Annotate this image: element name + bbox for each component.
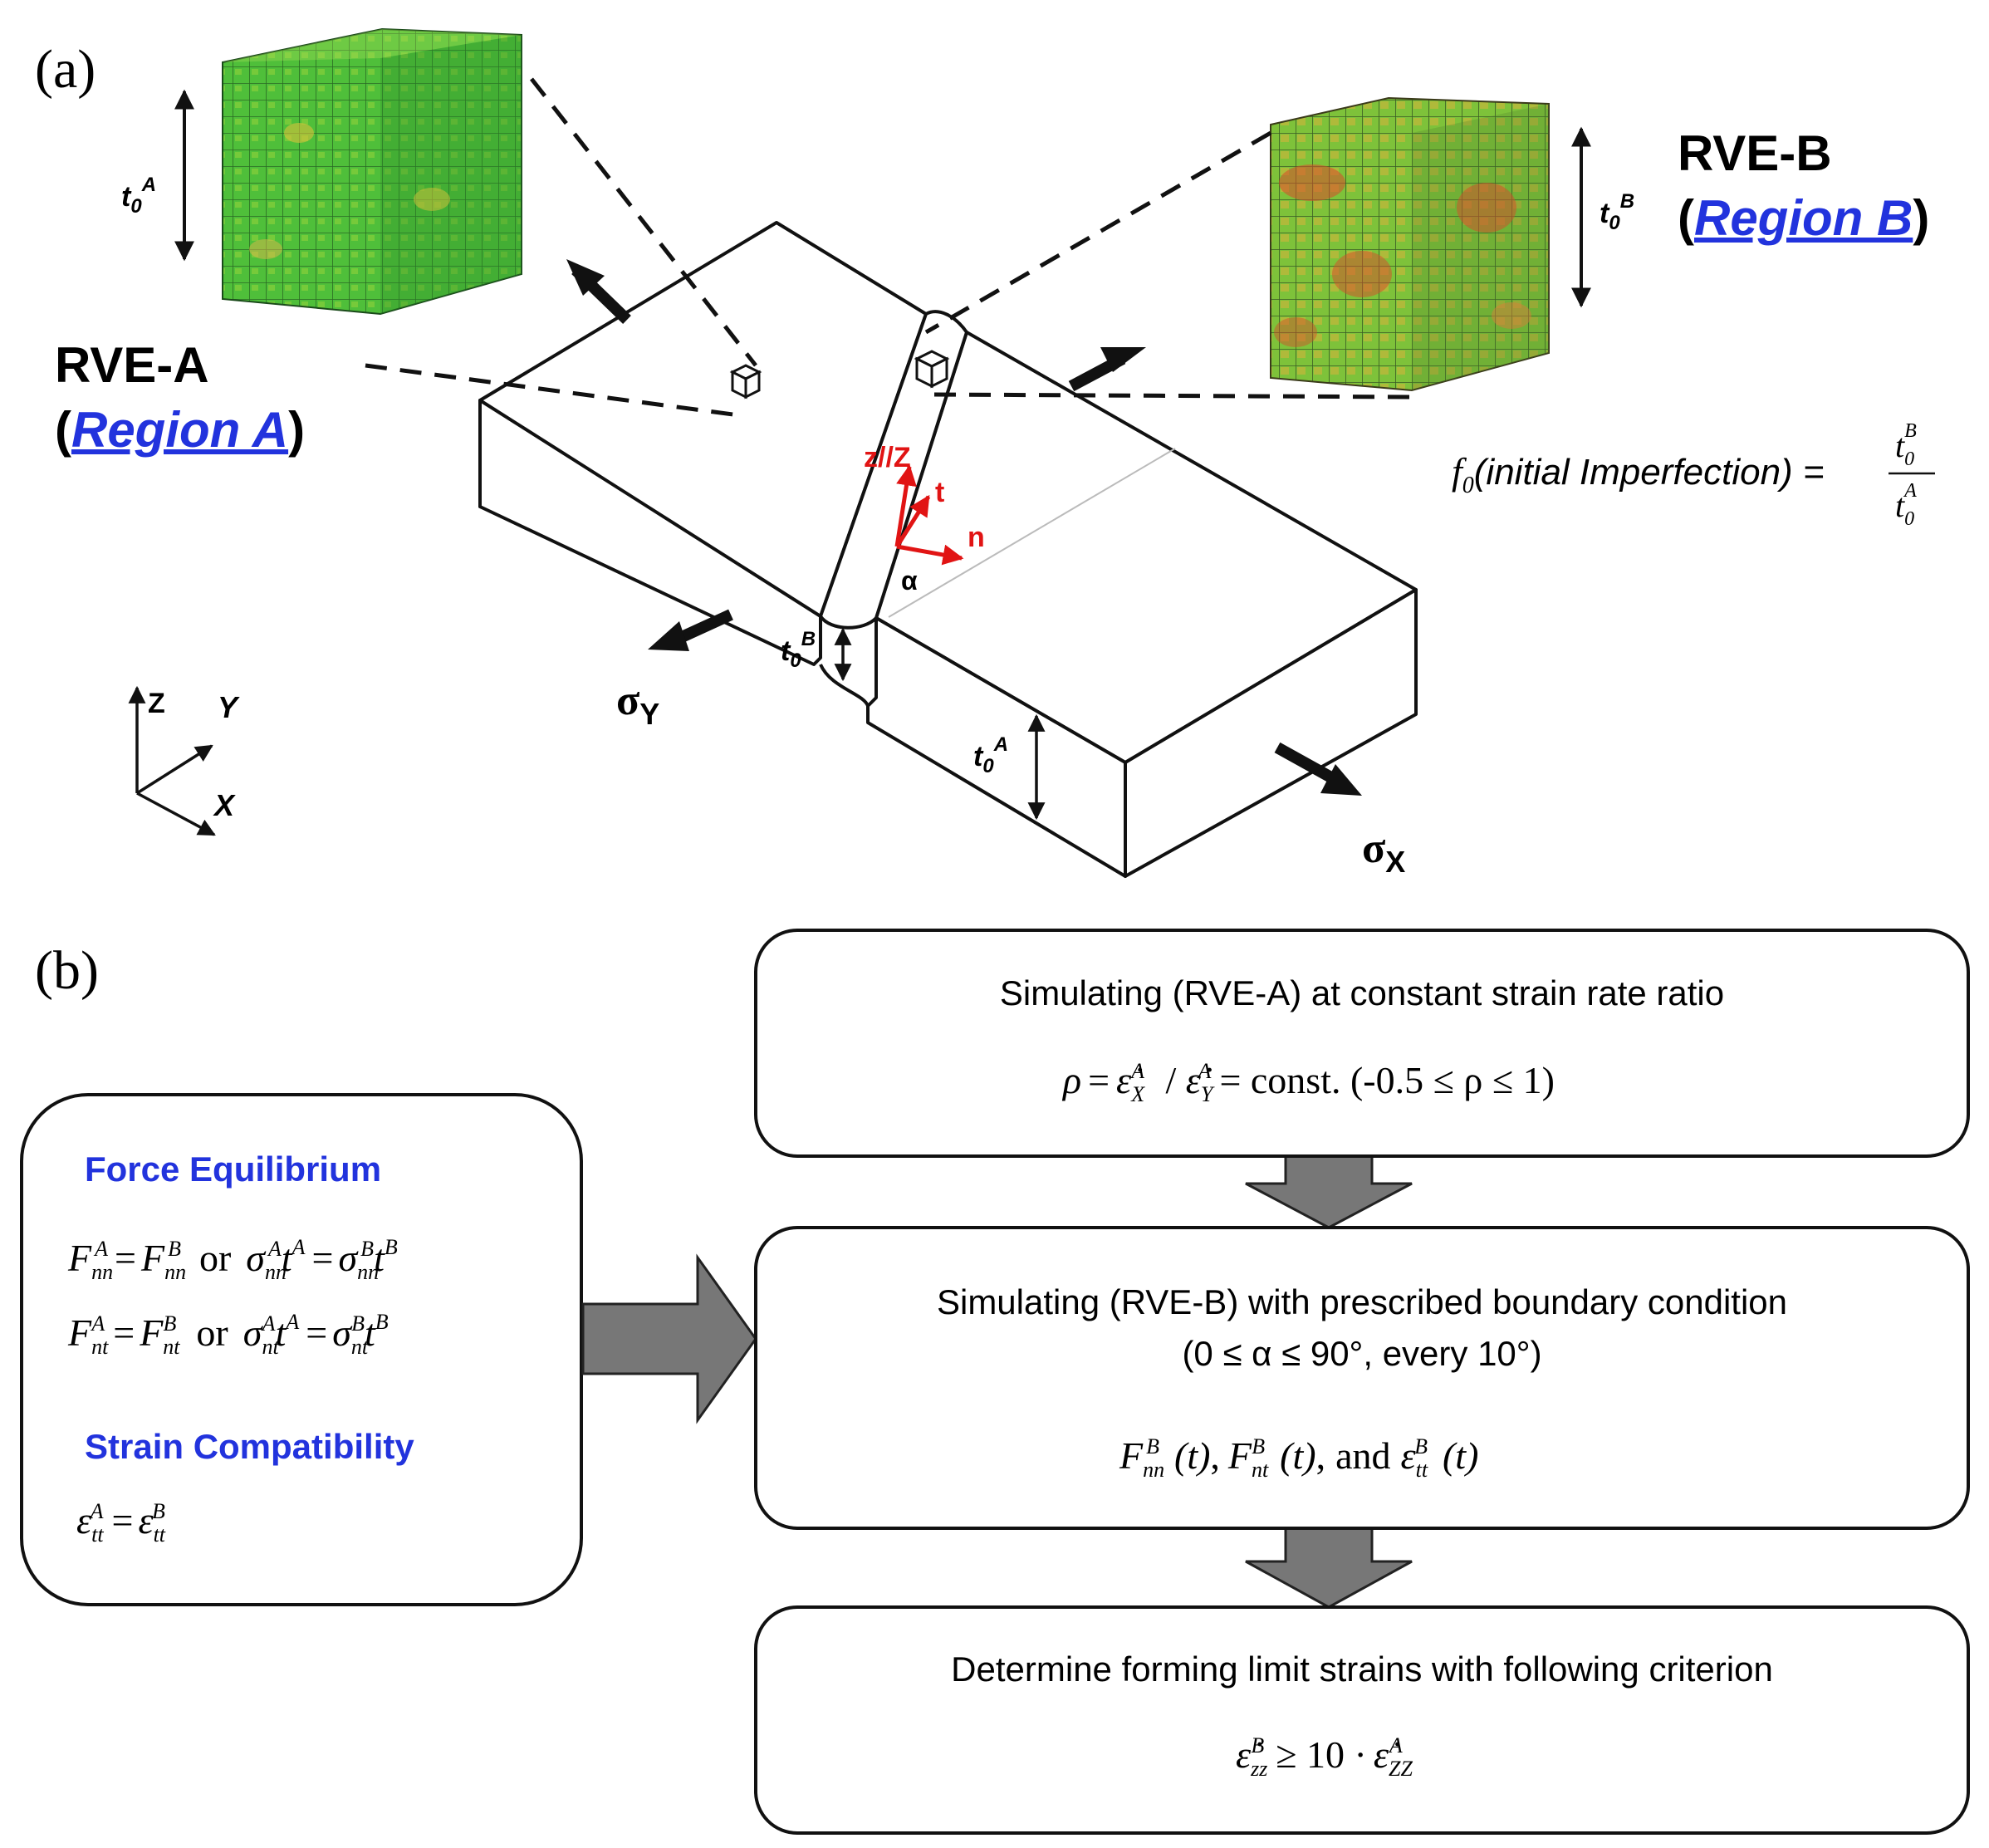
rve-a-simulation-box (754, 929, 1970, 1158)
groove-thickness-label: t0B (781, 628, 816, 672)
svg-text:t0A: t0A (1895, 480, 1917, 530)
box1-title: Simulating (RVE-A) at constant strain ra… (1000, 973, 1724, 1012)
svg-text:f0(initial Imperfection) =: f0(initial Imperfection) = (1452, 450, 1825, 498)
small-cube-a (729, 364, 762, 400)
global-axis-y: Y (218, 690, 240, 724)
groove-angle-alpha: α (901, 566, 918, 596)
rve-a-region: (Region A) (55, 402, 305, 458)
global-axis-z: Z (148, 688, 165, 719)
imperfection-formula: f0(initial Imperfection) = t0B t0A (1452, 420, 1935, 530)
rve-b-simulation-box (754, 1226, 1970, 1530)
arrow-box1-to-box2 (1245, 1154, 1413, 1229)
rve-a-title: RVE-A (55, 337, 209, 393)
rve-b-thickness-label: t0B (1600, 190, 1634, 234)
criterion-box (754, 1605, 1970, 1835)
box2-title: Simulating (RVE-B) with prescribed bound… (937, 1282, 1787, 1321)
small-cube-b (914, 350, 950, 389)
rve-b-region: (Region B) (1678, 190, 1929, 246)
plate-thickness-label: t0A (973, 733, 1008, 777)
force-equilibrium-heading: Force Equilibrium (85, 1149, 381, 1189)
rve-b-cube (1270, 96, 1550, 392)
strain-compatibility-heading: Strain Compatibility (85, 1427, 414, 1466)
local-axis-t: t (935, 477, 944, 508)
local-axis-n: n (968, 522, 985, 553)
panel-b-label: (b) (35, 940, 99, 1001)
sheet-specimen (478, 221, 1418, 878)
panel-a-label: (a) (35, 39, 96, 100)
rve-a-thickness-label: t0A (121, 174, 156, 218)
global-axis-x: X (213, 788, 236, 822)
sigma-x-label: σX (1362, 825, 1405, 879)
global-axes (128, 685, 216, 836)
rve-b-title: RVE-B (1678, 125, 1832, 181)
equilibrium-box (20, 1093, 583, 1606)
local-axes (894, 464, 964, 566)
sigma-y-label: σY (616, 677, 659, 731)
leader-b-lower (933, 392, 1417, 400)
strain-compat-eq: εttA=εttB (76, 1499, 166, 1547)
leader-b-upper (924, 130, 1272, 335)
load-arrows (566, 259, 1362, 796)
arrow-box2-to-box3 (1245, 1527, 1413, 1609)
rve-a-cube (222, 27, 522, 316)
leader-a-lower (365, 363, 740, 418)
local-axis-z: z//Z (864, 442, 911, 473)
box1-equation: ρ=ε̇XA / ε̇YA= const. (-0.5 ≤ ρ ≤ 1) (1061, 1059, 1555, 1106)
leader-a-upper (530, 77, 757, 367)
box3-title: Determine forming limit strains with fol… (951, 1649, 1773, 1689)
box3-equation: ε̇zzB≥ 10 ·ε̇ZZA (1236, 1733, 1413, 1781)
arrow-left-to-box2 (581, 1253, 757, 1424)
svg-text:t0B: t0B (1895, 420, 1917, 470)
box2-subtitle: (0 ≤ α ≤ 90°, every 10°) (1182, 1334, 1541, 1373)
